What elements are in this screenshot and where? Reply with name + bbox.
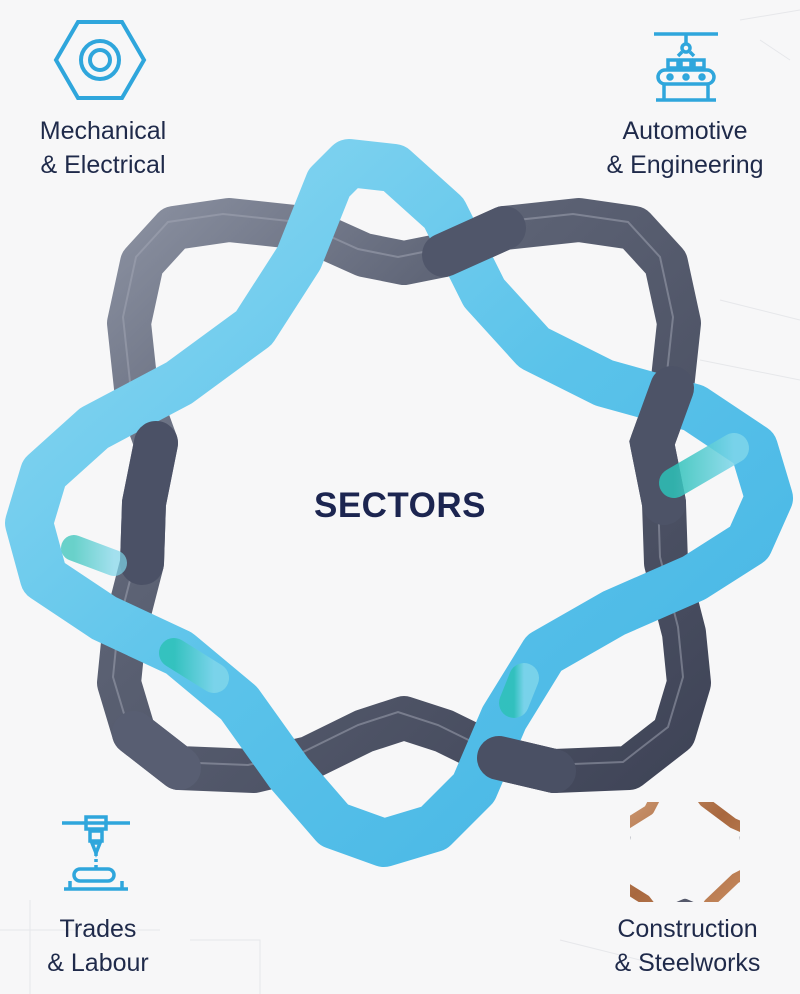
assembly-line-robot-icon — [654, 32, 718, 102]
sector-label-line2: & Labour — [47, 949, 149, 977]
sector-trades-labour: Trades & Labour — [28, 912, 168, 980]
sector-label-line1: Construction — [617, 915, 758, 943]
sector-mechanical-electrical: Mechanical & Electrical — [18, 114, 188, 182]
hex-nut-icon — [53, 20, 147, 100]
diagram-title: SECTORS — [313, 486, 487, 525]
woven-knot-logo-icon — [630, 802, 740, 902]
sector-label-line2: & Electrical — [40, 151, 166, 179]
sector-label-line1: Mechanical — [39, 117, 167, 145]
light-blue-ribbon — [5, 139, 793, 867]
sector-automotive-engineering: Automotive & Engineering — [590, 114, 780, 182]
sector-label-line1: Automotive — [622, 117, 748, 145]
sector-label-line1: Trades — [59, 915, 137, 943]
woven-ribbon-star — [5, 139, 793, 867]
blueprint-lines — [0, 9, 800, 994]
dark-ribbon — [97, 198, 711, 793]
drill-press-icon — [62, 815, 130, 891]
sector-label-line2: & Engineering — [606, 151, 764, 179]
sector-label-line2: & Steelworks — [614, 949, 761, 977]
ribbon-crossings — [61, 206, 749, 793]
sector-construction-steelworks: Construction & Steelworks — [600, 912, 775, 980]
